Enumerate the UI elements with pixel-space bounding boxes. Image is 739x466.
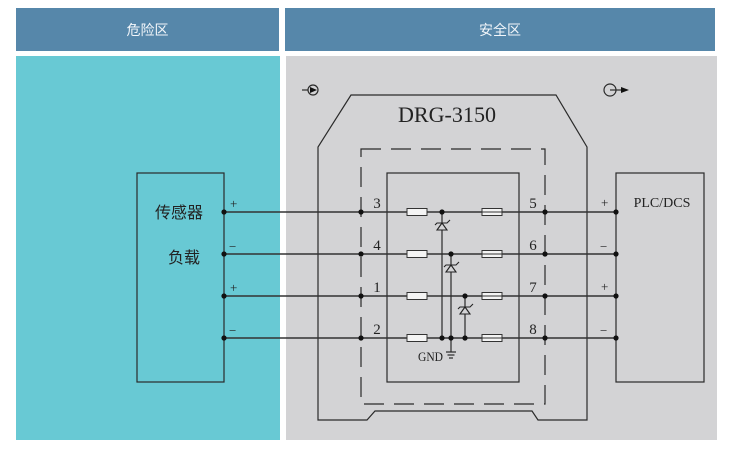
- junction-dot: [542, 335, 548, 341]
- output-pin-label: 8: [529, 322, 537, 338]
- dashed-enclosure: [360, 148, 546, 405]
- input-pin-label: 1: [373, 280, 381, 296]
- output-pin-label: 7: [529, 280, 537, 296]
- control-polarity: −: [600, 239, 607, 254]
- junction-dot: [358, 209, 364, 215]
- zener-diodes: [434, 219, 474, 315]
- junction-dot: [221, 293, 227, 299]
- input-pin-label: 4: [373, 238, 381, 254]
- field-polarity: +: [230, 196, 237, 211]
- junction-dots: [221, 209, 619, 341]
- safe-zone-header: 安全区: [285, 8, 715, 51]
- control-system-label: PLC/DCS: [634, 196, 691, 211]
- junction-dot: [542, 209, 548, 215]
- fuse-icon: [481, 292, 503, 300]
- field-polarity: −: [229, 239, 236, 254]
- zener-diode-icon: [434, 219, 451, 231]
- control-system-box: [615, 172, 705, 383]
- hazard-zone-title: 危险区: [126, 22, 169, 39]
- ground-label: GND: [418, 349, 443, 364]
- junction-dot: [462, 293, 468, 299]
- fuse-icon: [481, 250, 503, 258]
- hazard-zone-panel: [16, 56, 280, 440]
- input-pin-label: 2: [373, 322, 381, 338]
- input-pin-label: 3: [373, 196, 381, 212]
- junction-dot: [439, 335, 445, 341]
- junction-dot: [358, 335, 364, 341]
- hazard-zone-header: 危险区: [16, 8, 279, 51]
- output-pin-label: 6: [529, 238, 537, 254]
- junction-dot: [439, 209, 445, 215]
- fuse-icon: [481, 334, 503, 342]
- field-polarity: −: [229, 323, 236, 338]
- channel-components: [406, 208, 503, 342]
- zener-shunts: [441, 212, 466, 352]
- output-arrow-icon: [603, 83, 629, 97]
- field-device-label-load: 负载: [168, 248, 200, 267]
- resistor-icon: [406, 292, 428, 300]
- field-device-box: [136, 172, 225, 383]
- junction-dot: [542, 293, 548, 299]
- junction-dot: [358, 251, 364, 257]
- control-polarity: −: [600, 323, 607, 338]
- device-model-label: DRG-3150: [398, 102, 496, 127]
- field-device-label-sensor: 传感器: [155, 203, 203, 222]
- resistor-icon: [406, 250, 428, 258]
- junction-dot: [613, 335, 619, 341]
- zener-diode-icon: [457, 303, 474, 315]
- junction-dot: [542, 251, 548, 257]
- device-housing: [317, 94, 588, 421]
- field-polarity: +: [230, 280, 237, 295]
- channel-labels: + − + − 3 4 1 2 5 6 7 8 + − + −: [229, 195, 608, 338]
- junction-dot: [448, 335, 454, 341]
- fuse-icon: [481, 208, 503, 216]
- junction-dot: [613, 209, 619, 215]
- ground-icon: [446, 351, 456, 359]
- resistor-icon: [406, 208, 428, 216]
- junction-dot: [613, 293, 619, 299]
- output-pin-label: 5: [529, 196, 537, 212]
- input-arrow-icon: [302, 84, 319, 96]
- junction-dot: [448, 251, 454, 257]
- junction-dot: [462, 335, 468, 341]
- channel-wires: [224, 211, 616, 339]
- safe-zone-title: 安全区: [479, 22, 521, 39]
- control-polarity: +: [601, 279, 608, 294]
- control-polarity: +: [601, 195, 608, 210]
- junction-dot: [221, 251, 227, 257]
- safe-zone-panel: [286, 56, 717, 440]
- junction-dot: [221, 209, 227, 215]
- barrier-module-box: [386, 172, 520, 383]
- junction-dot: [613, 251, 619, 257]
- junction-dot: [221, 335, 227, 341]
- zener-diode-icon: [443, 261, 460, 273]
- resistor-icon: [406, 334, 428, 342]
- junction-dot: [358, 293, 364, 299]
